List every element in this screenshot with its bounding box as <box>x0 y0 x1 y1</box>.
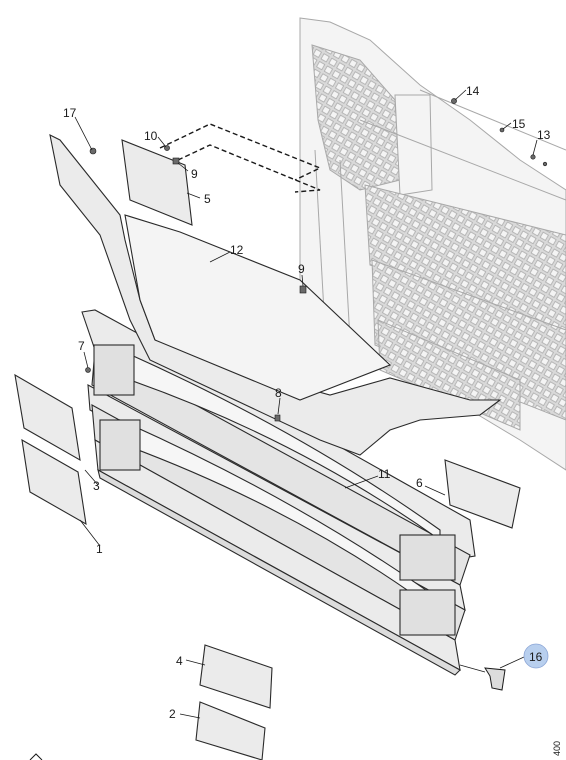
callout-5: 5 <box>204 192 211 206</box>
lower-panels <box>81 309 476 676</box>
bracket-part-5 <box>121 139 193 226</box>
figure-reference-number: 400 <box>552 741 562 756</box>
callout-16: 16 <box>529 650 543 664</box>
left-end-caps <box>14 373 87 526</box>
callout-highlight-16 <box>523 643 549 669</box>
callout-11: 11 <box>378 467 391 481</box>
callout-6: 6 <box>416 476 423 490</box>
leader-lines <box>74 89 538 719</box>
callout-14: 14 <box>466 84 480 98</box>
callout-3: 3 <box>93 479 100 493</box>
callout-2: 2 <box>169 707 176 721</box>
callout-4: 4 <box>176 654 183 668</box>
callout-9-upper: 9 <box>191 167 198 181</box>
callout-9-lower: 9 <box>298 262 305 276</box>
main-grille-shell <box>49 134 502 456</box>
clip-part-16 <box>484 643 549 691</box>
callout-15: 15 <box>512 117 526 131</box>
callout-10: 10 <box>144 129 158 143</box>
callout-12: 12 <box>230 243 244 257</box>
hidden-lines <box>159 123 322 193</box>
callout-17: 17 <box>63 106 77 120</box>
lower-trim-pieces <box>195 644 273 760</box>
callout-labels: 17 10 9 5 12 9 7 8 11 6 3 1 4 2 14 15 13… <box>63 84 551 721</box>
right-end-cap-part-6 <box>444 459 521 529</box>
callout-8: 8 <box>275 386 282 400</box>
callout-13: 13 <box>537 128 551 142</box>
callout-1: 1 <box>96 542 103 556</box>
hardware-pieces <box>85 98 548 422</box>
callout-7: 7 <box>78 339 85 353</box>
corner-marker <box>29 753 43 760</box>
